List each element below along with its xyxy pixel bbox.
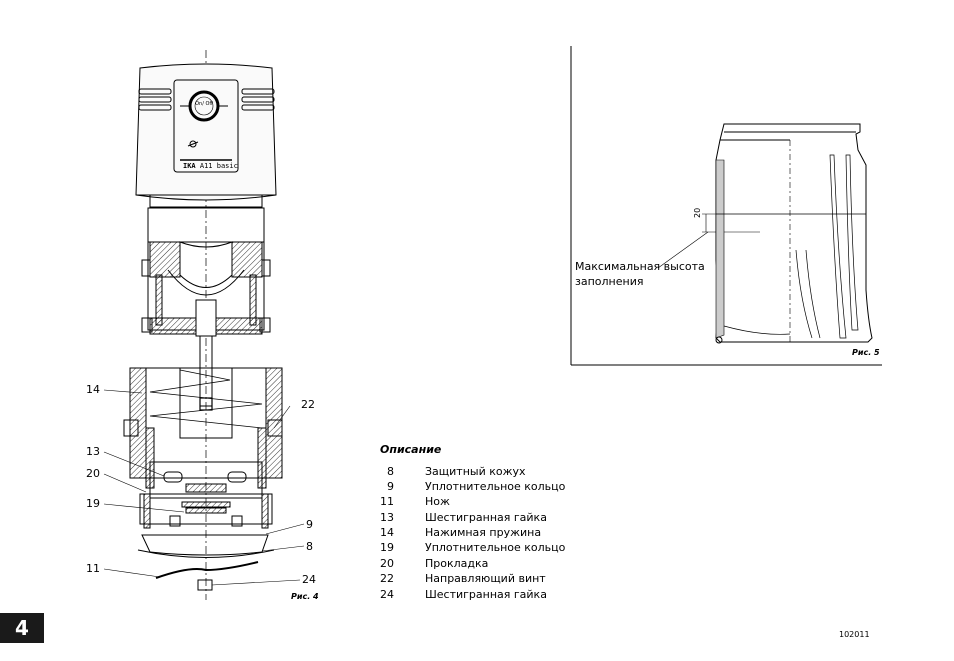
- item-number: 11: [380, 495, 394, 508]
- document-code: 102011: [839, 630, 870, 639]
- item-number: 22: [380, 572, 394, 585]
- hex-nut: [197, 579, 213, 591]
- callout-24: 24: [302, 573, 316, 586]
- item-number: 20: [380, 557, 394, 570]
- page-number: 4: [0, 613, 44, 643]
- item-text: Защитный кожух: [425, 465, 526, 478]
- protective-cover: [141, 534, 269, 556]
- knife-blade: [155, 561, 259, 579]
- item-number: 24: [380, 588, 394, 601]
- item-number: 19: [380, 541, 394, 554]
- device-brand-label: IKA A11 basic: [183, 162, 238, 170]
- vent-slot-right: [241, 88, 275, 95]
- callout-19: 19: [86, 497, 100, 510]
- drive-shaft: [199, 335, 213, 407]
- figure-5-caption: Рис. 5: [852, 348, 880, 357]
- item-text: Направляющий винт: [425, 572, 546, 585]
- description-title: Описание: [380, 443, 442, 456]
- callout-14: 14: [86, 383, 100, 396]
- max-fill-label-line1: Максимальная высота: [575, 260, 705, 273]
- item-text: Шестигранная гайка: [425, 588, 547, 601]
- motor-housing: [135, 63, 277, 201]
- item-number: 9: [387, 480, 394, 493]
- item-text: Уплотнительное кольцо: [425, 480, 566, 493]
- item-text: Нажимная пружина: [425, 526, 542, 539]
- dimension-20-label: 20: [693, 207, 702, 218]
- guide-screw-right: [267, 419, 283, 437]
- motor-body: [147, 207, 265, 243]
- callout-13: 13: [86, 445, 100, 458]
- item-text: Прокладка: [425, 557, 489, 570]
- max-fill-label-line2: заполнения: [575, 275, 644, 288]
- callout-11: 11: [86, 562, 100, 575]
- max-fill-height-label: Максимальная высота заполнения: [575, 259, 705, 289]
- gasket-ring: [139, 493, 273, 525]
- callout-22: 22: [301, 398, 315, 411]
- brand-name: IKA: [183, 162, 196, 170]
- callout-20: 20: [86, 467, 100, 480]
- item-text: Уплотнительное кольцо: [425, 541, 566, 554]
- vent-slot-left: [138, 88, 172, 95]
- guide-screw-left: [123, 419, 139, 437]
- on-off-label: On/ Off: [195, 101, 213, 107]
- item-text: Нож: [425, 495, 450, 508]
- callout-9: 9: [306, 518, 313, 531]
- item-number: 8: [387, 465, 394, 478]
- callout-8: 8: [306, 540, 313, 553]
- control-panel: [173, 79, 239, 173]
- item-text: Шестигранная гайка: [425, 511, 547, 524]
- item-number: 14: [380, 526, 394, 539]
- model-name: A11 basic: [199, 162, 238, 170]
- figure-4-caption: Рис. 4: [291, 592, 319, 601]
- item-number: 13: [380, 511, 394, 524]
